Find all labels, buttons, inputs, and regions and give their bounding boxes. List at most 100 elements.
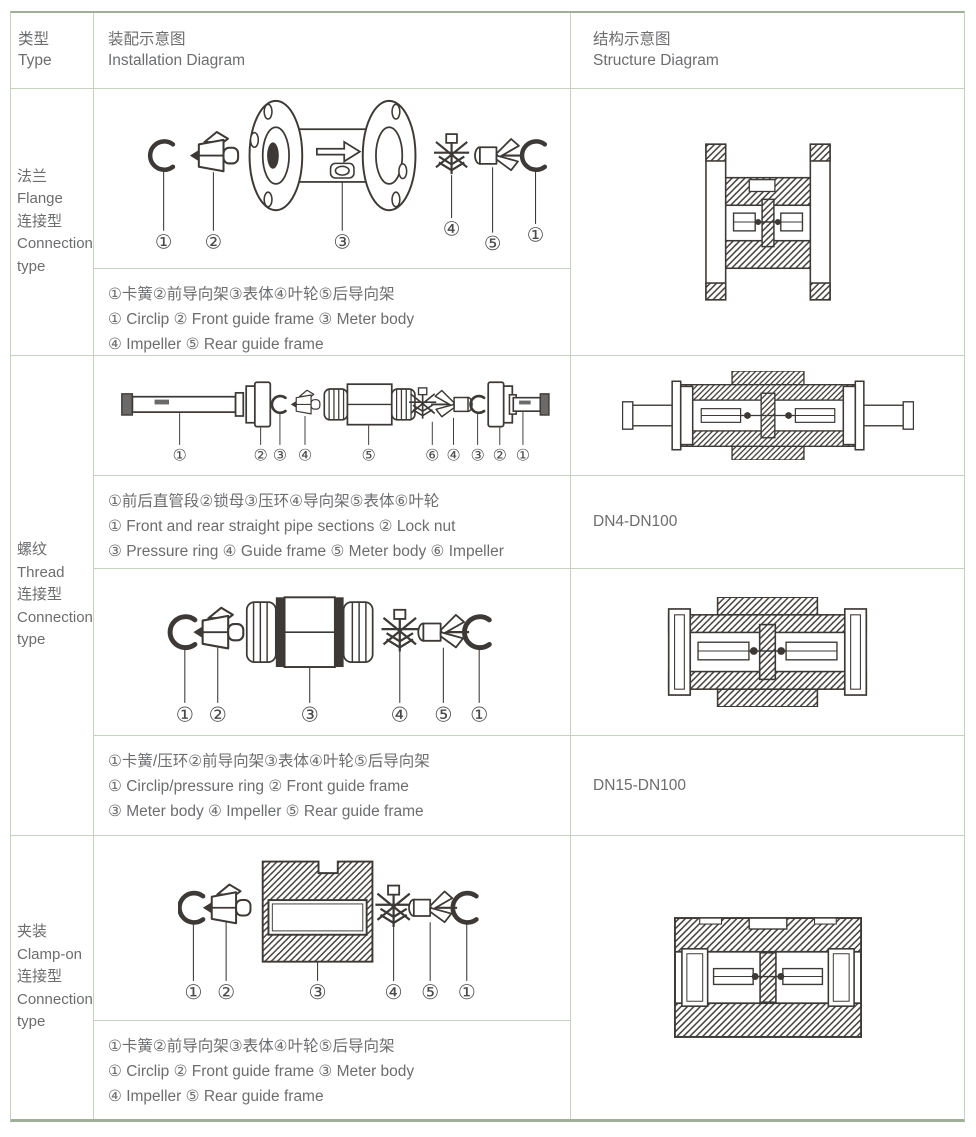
circlip-icon bbox=[150, 141, 173, 169]
flange-caption-zh: ①卡簧②前导向架③表体④叶轮⑤后导向架 bbox=[108, 286, 395, 303]
thread-installation-diagram-2: ① ② ③ ④ ⑤ ① bbox=[167, 595, 497, 726]
flange-type-en: Flange bbox=[17, 190, 63, 208]
thread-conn-en: Connection type bbox=[17, 608, 93, 649]
thread-structure-diagram1-cell bbox=[571, 356, 964, 476]
flow-arrow-icon bbox=[315, 139, 361, 163]
label-4: ④ bbox=[385, 982, 403, 1004]
flange-installation-diagram: ① ② ③ ④ ⑤ ① bbox=[108, 99, 557, 255]
label-2: ② bbox=[204, 231, 222, 253]
thread-caption2-zh: ①卡簧/压环②前导向架③表体④叶轮⑤后导向架 bbox=[108, 753, 430, 770]
flanged-meter-body-icon bbox=[248, 99, 416, 211]
thread-type-en: Thread bbox=[17, 563, 65, 581]
front-guide-frame-icon bbox=[188, 130, 239, 172]
part-number-labels: ① ② ③ ④ ⑤ ① bbox=[154, 218, 543, 255]
label-4b: ④ bbox=[446, 447, 460, 464]
clamp-meter-body-icon bbox=[261, 860, 374, 963]
leader-lines bbox=[192, 921, 468, 981]
thread-caption1-en1: ① Front and rear straight pipe sections … bbox=[108, 518, 456, 536]
label-1: ① bbox=[184, 982, 202, 1004]
clamp-conn-en: Connection type bbox=[17, 990, 93, 1031]
impeller-icon bbox=[374, 884, 413, 929]
impeller-section bbox=[758, 951, 777, 1004]
clamp-type-en: Clamp-on bbox=[17, 945, 83, 963]
clamp-installation-diagram: ① ② ③ ④ ⑤ ① bbox=[178, 860, 486, 1004]
thread-dn-range-2: DN15-DN100 bbox=[571, 736, 964, 836]
header-type-zh: 类型 bbox=[18, 30, 50, 48]
threaded-meter-body-icon bbox=[323, 382, 416, 426]
header-structure-zh: 结构示意图 bbox=[593, 30, 671, 48]
pressure-ring-icon bbox=[270, 394, 287, 414]
impeller-icon bbox=[432, 132, 470, 175]
leader-lines bbox=[184, 646, 480, 703]
label-1: ① bbox=[173, 447, 187, 464]
flange-caption-en2: ④ Impeller ⑤ Rear guide frame bbox=[108, 336, 324, 354]
flange-caption: ①卡簧②前导向架③表体④叶轮⑤后导向架 ① Circlip ② Front gu… bbox=[94, 269, 571, 356]
thread-type-zh: 螺纹 bbox=[17, 541, 48, 559]
clamp-caption: ①卡簧②前导向架③表体④叶轮⑤后导向架 ① Circlip ② Front gu… bbox=[94, 1021, 571, 1119]
lock-nut-icon bbox=[245, 380, 272, 427]
header-type: 类型 Type bbox=[11, 13, 94, 89]
label-1: ① bbox=[176, 704, 194, 726]
leader-lines bbox=[162, 166, 536, 233]
dn-range-text: DN4-DN100 bbox=[593, 513, 678, 530]
rear-guide-frame-icon bbox=[417, 613, 471, 649]
thread-structure-diagram2-cell bbox=[571, 569, 964, 736]
part-number-labels: ① ② ③ ④ ⑤ ① bbox=[184, 982, 475, 1004]
label-2b: ② bbox=[493, 447, 507, 464]
label-1b: ① bbox=[526, 224, 544, 246]
leader-lines bbox=[179, 411, 524, 445]
clamp-caption-zh: ①卡簧②前导向架③表体④叶轮⑤后导向架 bbox=[108, 1038, 395, 1055]
part-number-labels: ① ② ③ ④ ⑤ ⑥ ④ ③ ② ① bbox=[173, 447, 531, 464]
label-1b: ① bbox=[470, 704, 488, 726]
label-3: ③ bbox=[273, 447, 287, 464]
front-guide-frame-icon bbox=[201, 883, 252, 925]
header-installation: 装配示意图 Installation Diagram bbox=[94, 13, 571, 89]
flange-type-zh: 法兰 bbox=[17, 167, 48, 185]
thread-type-cell: 螺纹 Thread 连接型 Connection type bbox=[11, 356, 94, 836]
circlip-icon bbox=[170, 616, 195, 647]
label-6: ⑥ bbox=[425, 447, 439, 464]
thread-install-diagram2-cell: ① ② ③ ④ ⑤ ① bbox=[94, 569, 571, 736]
dn-range-text: DN15-DN100 bbox=[593, 776, 687, 794]
label-3: ③ bbox=[333, 231, 351, 253]
flange-type-cell: 法兰 Flange 连接型 Connection type bbox=[11, 89, 94, 356]
turbine-mechanism bbox=[700, 392, 835, 439]
clamp-caption-en2: ④ Impeller ⑤ Rear guide frame bbox=[108, 1088, 324, 1106]
label-1: ① bbox=[154, 231, 172, 253]
label-2: ② bbox=[217, 982, 235, 1004]
impeller-section bbox=[758, 623, 777, 681]
clamp-conn-zh: 连接型 bbox=[17, 968, 63, 986]
label-3: ③ bbox=[309, 982, 327, 1004]
label-5: ⑤ bbox=[421, 982, 439, 1004]
thread-caption-1: ①前后直管段②锁母③压环④导向架⑤表体⑥叶轮 ① Front and rear … bbox=[94, 476, 571, 569]
header-installation-zh: 装配示意图 bbox=[108, 30, 186, 48]
header-installation-en: Installation Diagram bbox=[108, 51, 245, 69]
header-structure-en: Structure Diagram bbox=[593, 51, 719, 69]
flange-caption-en1: ① Circlip ② Front guide frame ③ Meter bo… bbox=[108, 311, 415, 329]
straight-pipe-icon bbox=[508, 392, 550, 416]
clamp-structure-diagram-cell bbox=[571, 836, 964, 1119]
clamp-structure-diagram bbox=[673, 917, 862, 1038]
clamp-install-diagram-cell: ① ② ③ ④ ⑤ ① bbox=[94, 836, 571, 1021]
label-2: ② bbox=[209, 704, 227, 726]
clamp-type-cell: 夹装 Clamp-on 连接型 Connection type bbox=[11, 836, 94, 1119]
turbine-mechanism bbox=[697, 623, 838, 681]
clamp-caption-en1: ① Circlip ② Front guide frame ③ Meter bo… bbox=[108, 1063, 415, 1081]
label-5: ⑤ bbox=[483, 233, 501, 255]
guide-frame-icon bbox=[290, 389, 321, 414]
label-2: ② bbox=[254, 447, 268, 464]
guide-frame-icon bbox=[430, 389, 474, 418]
flange-conn-en: Connection type bbox=[17, 235, 93, 275]
connection-types-table: 类型 Type 装配示意图 Installation Diagram 结构示意图… bbox=[10, 11, 965, 1122]
label-5: ⑤ bbox=[434, 704, 452, 726]
rear-guide-frame-icon bbox=[407, 890, 459, 924]
flange-install-diagram-cell: ① ② ③ ④ ⑤ ① bbox=[94, 89, 571, 269]
label-3: ③ bbox=[301, 704, 319, 726]
impeller-icon bbox=[380, 608, 420, 653]
thread-structure-diagram-2 bbox=[667, 597, 868, 707]
circlip-icon bbox=[179, 893, 203, 922]
thread-caption1-en2: ③ Pressure ring ④ Guide frame ⑤ Meter bo… bbox=[108, 543, 504, 561]
thread-structure-diagram-1 bbox=[621, 371, 914, 460]
flange-structure-diagram-cell bbox=[571, 89, 964, 356]
